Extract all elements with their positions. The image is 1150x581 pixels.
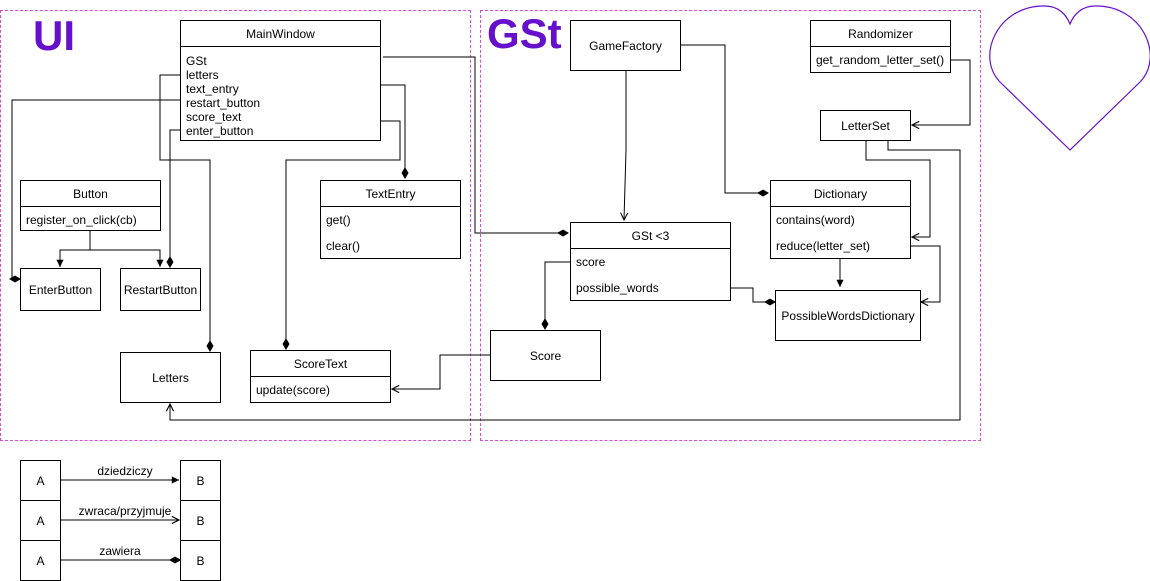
class-letterset: LetterSet bbox=[820, 110, 911, 141]
wire-score-scoretext bbox=[392, 354, 491, 389]
mainwindow-field: text_entry bbox=[186, 82, 239, 96]
textentry-method: clear() bbox=[326, 239, 361, 253]
class-mainwindow: MainWindow GSt letters text_entry restar… bbox=[180, 20, 381, 141]
class-scoretext: ScoreText update(score) bbox=[250, 350, 391, 403]
dictionary-method: contains(word) bbox=[776, 213, 855, 227]
class-gst: GSt <3 score possible_words bbox=[570, 222, 731, 301]
wire-mainwindow-gst bbox=[383, 56, 569, 237]
legend-a-label: A bbox=[36, 513, 45, 528]
class-restartbutton-title: RestartButton bbox=[123, 282, 198, 297]
legend-label-inherits: dziedziczy bbox=[97, 464, 153, 478]
wire-mainwindow-letters bbox=[159, 74, 214, 352]
randomizer-method: get_random_letter_set() bbox=[816, 53, 945, 67]
ui-region-label: UI bbox=[33, 12, 75, 59]
wire-button-restartbutton bbox=[90, 249, 164, 267]
wire-gst-pwd bbox=[731, 287, 776, 306]
class-score: Score bbox=[490, 330, 601, 381]
class-randomizer-title: Randomizer bbox=[811, 21, 950, 47]
class-button: Button register_on_click(cb) bbox=[20, 180, 161, 231]
legend-label-returns: zwraca/przyjmuje bbox=[78, 504, 172, 518]
mainwindow-field: GSt bbox=[186, 54, 207, 68]
legend-b-label: B bbox=[196, 513, 205, 528]
legend-b-contains: B bbox=[180, 540, 221, 581]
legend-a-label: A bbox=[36, 473, 45, 488]
legend-a-contains: A bbox=[20, 540, 61, 581]
legend-a-inherits: A bbox=[20, 460, 61, 501]
class-letterset-title: LetterSet bbox=[841, 118, 890, 133]
class-mainwindow-title: MainWindow bbox=[181, 21, 380, 47]
dictionary-method: reduce(letter_set) bbox=[776, 239, 871, 253]
class-possiblewordsdictionary-title: PossibleWordsDictionary bbox=[781, 308, 915, 323]
legend-a-returns: A bbox=[20, 500, 61, 541]
ui-region bbox=[0, 10, 471, 441]
mainwindow-field: enter_button bbox=[186, 124, 254, 138]
scoretext-method: update(score) bbox=[256, 383, 331, 397]
legend-b-label: B bbox=[196, 473, 205, 488]
wire-randomizer-letterset bbox=[912, 59, 971, 125]
class-gamefactory-title: GameFactory bbox=[589, 38, 662, 53]
class-possiblewordsdictionary: PossibleWordsDictionary bbox=[775, 290, 921, 341]
wire-gamefactory-dictionary bbox=[681, 44, 769, 197]
heart-icon bbox=[989, 5, 1150, 151]
gst-region-label: GSt bbox=[487, 10, 562, 57]
class-letters-title: Letters bbox=[152, 370, 189, 385]
wire-mainwindow-restartbutton bbox=[166, 129, 181, 268]
button-method: register_on_click(cb) bbox=[26, 213, 137, 227]
class-restartbutton: RestartButton bbox=[120, 268, 201, 311]
gst-region bbox=[480, 10, 981, 441]
mainwindow-field: restart_button bbox=[186, 96, 261, 110]
gst-field: possible_words bbox=[576, 281, 659, 295]
class-enterbutton: EnterButton bbox=[20, 268, 101, 311]
wire-button-enterbutton bbox=[56, 231, 91, 267]
legend-b-label: B bbox=[196, 553, 205, 568]
legend-b-returns: B bbox=[180, 500, 221, 541]
wire-mainwindow-textentry bbox=[381, 84, 409, 179]
class-letters: Letters bbox=[120, 352, 221, 403]
mainwindow-field: score_text bbox=[186, 110, 242, 124]
class-textentry: TextEntry get() clear() bbox=[320, 180, 461, 259]
class-textentry-title: TextEntry bbox=[321, 181, 460, 207]
class-dictionary: Dictionary contains(word) reduce(letter_… bbox=[770, 180, 911, 259]
class-randomizer: Randomizer get_random_letter_set() bbox=[810, 20, 951, 73]
legend-label-contains: zawiera bbox=[99, 544, 141, 558]
class-button-title: Button bbox=[21, 181, 160, 207]
class-gst-title: GSt <3 bbox=[571, 223, 730, 249]
wire-dictionary-pwd-return bbox=[911, 245, 941, 302]
gst-field: score bbox=[576, 255, 606, 269]
class-scoretext-title: ScoreText bbox=[251, 351, 390, 377]
class-enterbutton-title: EnterButton bbox=[28, 282, 93, 297]
class-gamefactory: GameFactory bbox=[570, 20, 681, 71]
legend-a-label: A bbox=[36, 553, 45, 568]
wire-letterset-dictionary bbox=[865, 141, 931, 237]
wire-gst-score bbox=[541, 261, 571, 330]
class-score-title: Score bbox=[529, 348, 562, 363]
wire-mainwindow-enterbutton bbox=[9, 99, 181, 283]
legend-b-inherits: B bbox=[180, 460, 221, 501]
wire-letterset-letters bbox=[170, 141, 961, 421]
wire-mainwindow-scoretext bbox=[282, 120, 401, 350]
mainwindow-field: letters bbox=[186, 68, 219, 82]
textentry-method: get() bbox=[326, 213, 351, 227]
wire-gamefactory-gst bbox=[624, 71, 626, 220]
class-dictionary-title: Dictionary bbox=[771, 181, 910, 207]
